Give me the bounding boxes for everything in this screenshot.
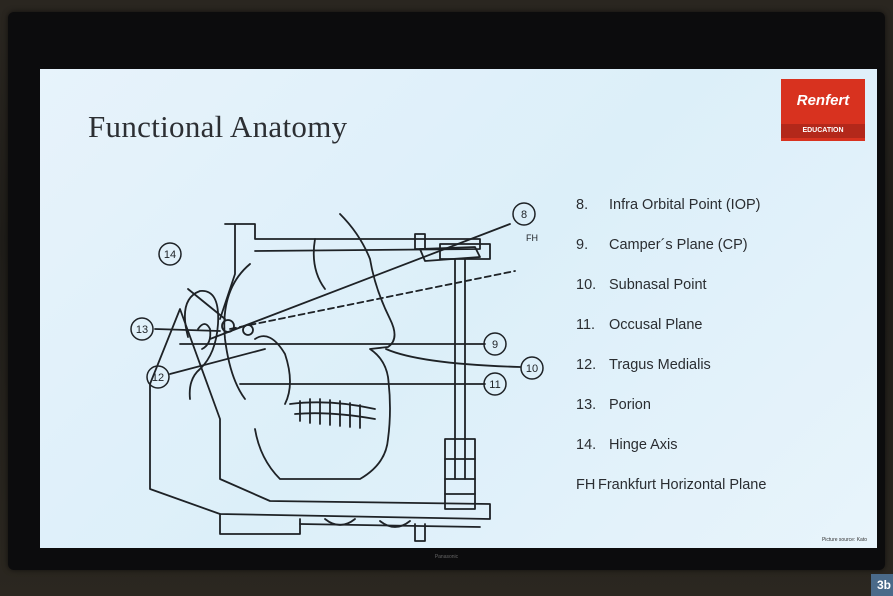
pin-rings bbox=[445, 459, 475, 494]
legend-item: 11.Occusal Plane bbox=[576, 317, 703, 333]
callout-label-13: 13 bbox=[136, 324, 148, 336]
callout-label-11: 11 bbox=[489, 379, 500, 391]
callout-label-12: 12 bbox=[152, 372, 164, 384]
renfert-logo: Renfert EDUCATION bbox=[781, 79, 865, 141]
legend-num: 13. bbox=[576, 397, 609, 413]
legend-label: Hinge Axis bbox=[609, 437, 678, 453]
picture-credit: Picture source: Kato bbox=[822, 537, 867, 543]
legend-item: FHFrankfurt Horizontal Plane bbox=[576, 477, 766, 493]
incisal-table bbox=[440, 244, 490, 259]
legend-num: 10. bbox=[576, 277, 609, 293]
incisal-pin-base bbox=[445, 439, 475, 509]
legend-item: 9.Camper´s Plane (CP) bbox=[576, 237, 748, 253]
legend-num: 11. bbox=[576, 317, 609, 333]
callout-label-14: 14 bbox=[164, 249, 176, 261]
legend-num: 12. bbox=[576, 357, 609, 373]
legend-num: FH bbox=[576, 477, 598, 493]
tv-brand-label: Panasonic bbox=[8, 554, 885, 560]
legend-item: 10.Subnasal Point bbox=[576, 277, 707, 293]
logo-brand-text: Renfert bbox=[781, 92, 865, 109]
anatomy-diagram: 8 9 10 11 12 13 14 FH bbox=[70, 179, 570, 548]
skull-face-profile bbox=[255, 214, 395, 479]
orbit-line bbox=[314, 239, 325, 289]
callout-label-10: 10 bbox=[526, 363, 538, 375]
legend-num: 8. bbox=[576, 197, 609, 213]
slide-screen: Functional Anatomy Renfert EDUCATION bbox=[40, 69, 877, 548]
legend-label: Occusal Plane bbox=[609, 317, 703, 333]
legend-item: 14.Hinge Axis bbox=[576, 437, 678, 453]
legend-label: Tragus Medialis bbox=[609, 357, 711, 373]
legend-label: Porion bbox=[609, 397, 651, 413]
figure-badge: 3b bbox=[871, 574, 893, 596]
ear-outline bbox=[185, 291, 218, 399]
legend-label: Camper´s Plane (CP) bbox=[609, 237, 748, 253]
line-fh-frankfurt bbox=[230, 271, 515, 329]
logo-sub-text: EDUCATION bbox=[781, 124, 865, 138]
line-14-hinge bbox=[188, 289, 225, 319]
articulator-base-foot bbox=[220, 514, 300, 534]
line-10-subnasal bbox=[386, 349, 520, 367]
legend-label: Frankfurt Horizontal Plane bbox=[598, 477, 766, 493]
ear-inner bbox=[198, 324, 210, 349]
callout-label-9: 9 bbox=[492, 339, 498, 351]
tv-frame: Functional Anatomy Renfert EDUCATION bbox=[8, 12, 885, 570]
legend-label: Subnasal Point bbox=[609, 277, 707, 293]
jaw-ramus bbox=[255, 336, 290, 404]
slide-title: Functional Anatomy bbox=[88, 109, 347, 145]
upper-post bbox=[220, 224, 235, 319]
upper-teeth-line bbox=[290, 402, 375, 409]
legend-item: 8.Infra Orbital Point (IOP) bbox=[576, 197, 761, 213]
legend-item: 12.Tragus Medialis bbox=[576, 357, 711, 373]
legend-num: 9. bbox=[576, 237, 609, 253]
line-12-tragus bbox=[170, 349, 265, 374]
callout-label-8: 8 bbox=[521, 209, 527, 221]
callout-label-fh: FH bbox=[526, 233, 538, 243]
legend-num: 14. bbox=[576, 437, 609, 453]
lower-teeth-line bbox=[295, 413, 375, 419]
legend-label: Infra Orbital Point (IOP) bbox=[609, 197, 761, 213]
pin-clamp bbox=[415, 234, 425, 249]
legend-item: 13.Porion bbox=[576, 397, 651, 413]
